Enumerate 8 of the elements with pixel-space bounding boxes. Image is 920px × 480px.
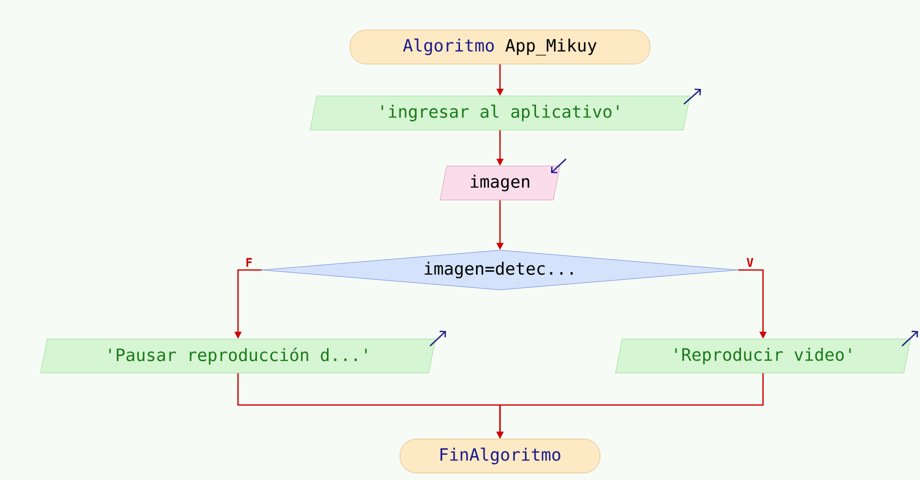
- output-parallelogram: 'Reproducir video': [615, 338, 911, 374]
- output-parallelogram: 'Pausar reproducción d...': [40, 338, 436, 374]
- edge-label: V: [746, 258, 754, 267]
- edge-label: F: [246, 258, 252, 267]
- output-parallelogram: 'ingresar al aplicativo': [310, 96, 690, 130]
- terminal-box: FinAlgoritmo: [400, 438, 600, 474]
- terminal-box: Algoritmo App_Mikuy: [350, 30, 650, 64]
- input-parallelogram: imagen: [440, 166, 560, 200]
